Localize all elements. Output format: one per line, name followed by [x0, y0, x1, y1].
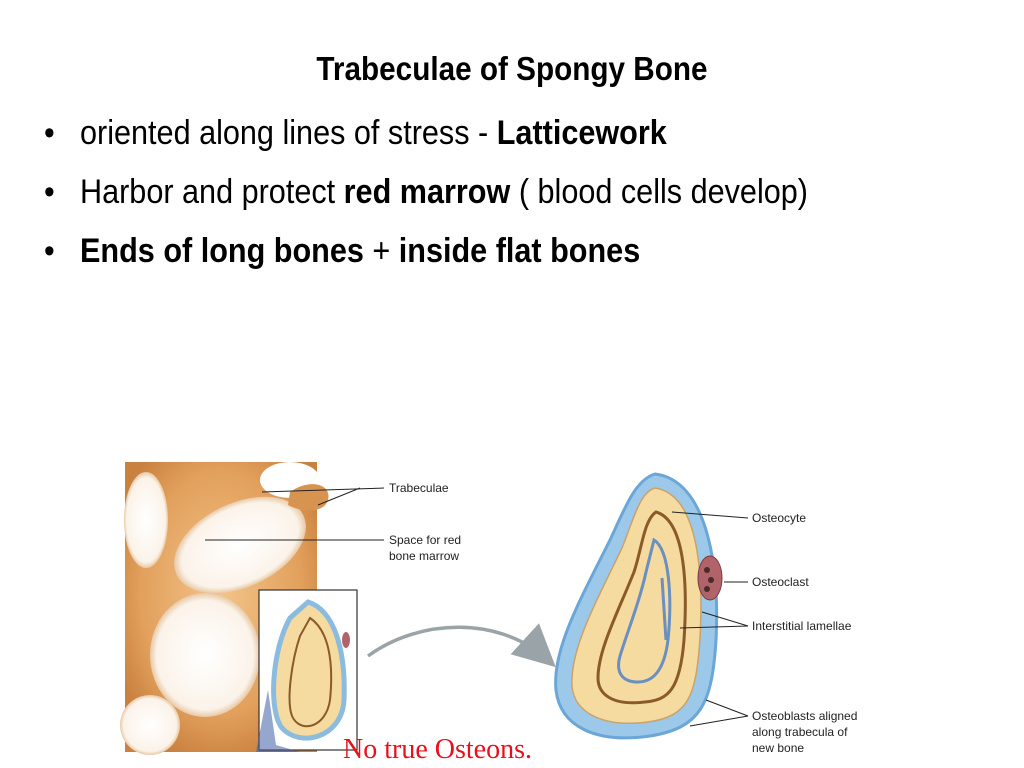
- bullet-marker: •: [44, 114, 55, 152]
- bullet-text: +: [363, 232, 399, 270]
- inner-canal: [617, 537, 672, 684]
- bullet-emphasis: red marrow: [343, 173, 511, 211]
- bullet-emphasis: inside flat bones: [398, 232, 641, 270]
- label-osteocyte: Osteocyte: [752, 511, 806, 525]
- label-osteoblasts-1: Osteoblasts aligned: [752, 709, 857, 723]
- marrow-space: [174, 496, 306, 594]
- bullet-marker: •: [44, 232, 55, 270]
- label-trabeculae: Trabeculae: [389, 481, 449, 495]
- label-osteoblasts-3: new bone: [752, 741, 804, 755]
- leader-lines: [205, 487, 749, 727]
- zoom-arrow: [366, 623, 556, 668]
- small-lamella-line: [288, 616, 333, 728]
- small-osteoclast: [342, 632, 350, 648]
- trabecular-bone-illustration: [120, 462, 358, 755]
- blue-shading: [256, 690, 300, 752]
- label-marrow-space-1: Space for red: [389, 533, 461, 547]
- slide-title: Trabeculae of Spongy Bone: [316, 50, 708, 87]
- osteocyte-mark: [660, 577, 668, 641]
- bullet-item-red-marrow: • Harbor and protect red marrow ( blood c…: [44, 167, 854, 218]
- inner-lamella: [596, 510, 687, 705]
- bullet-text: Harbor and protect: [80, 173, 344, 211]
- bullet-item-latticework: • oriented along lines of stress - Lattic…: [44, 108, 854, 159]
- bullet-list: • oriented along lines of stress - Lattic…: [44, 108, 944, 285]
- label-marrow-space-2: bone marrow: [389, 549, 459, 563]
- bullet-emphasis: Latticework: [496, 114, 667, 152]
- bullet-emphasis: Ends of long bones: [80, 232, 364, 270]
- bullet-text: oriented along lines of stress -: [80, 114, 497, 152]
- label-interstitial-lamellae: Interstitial lamellae: [752, 619, 852, 633]
- label-osteoblasts-2: along trabecula of: [752, 725, 848, 739]
- marrow-space: [120, 695, 180, 755]
- bullet-text: ( blood cells develop): [510, 173, 808, 211]
- marrow-space: [150, 593, 260, 717]
- enlarged-trabecula: [554, 472, 723, 740]
- label-osteoclast: Osteoclast: [752, 575, 809, 589]
- small-trabecula: [271, 599, 347, 741]
- figure-caption: No true Osteons.: [343, 734, 532, 765]
- bullet-item-bone-locations: • Ends of long bones + inside flat bones: [44, 226, 854, 277]
- marrow-space: [124, 472, 168, 568]
- bullet-marker: •: [44, 173, 55, 211]
